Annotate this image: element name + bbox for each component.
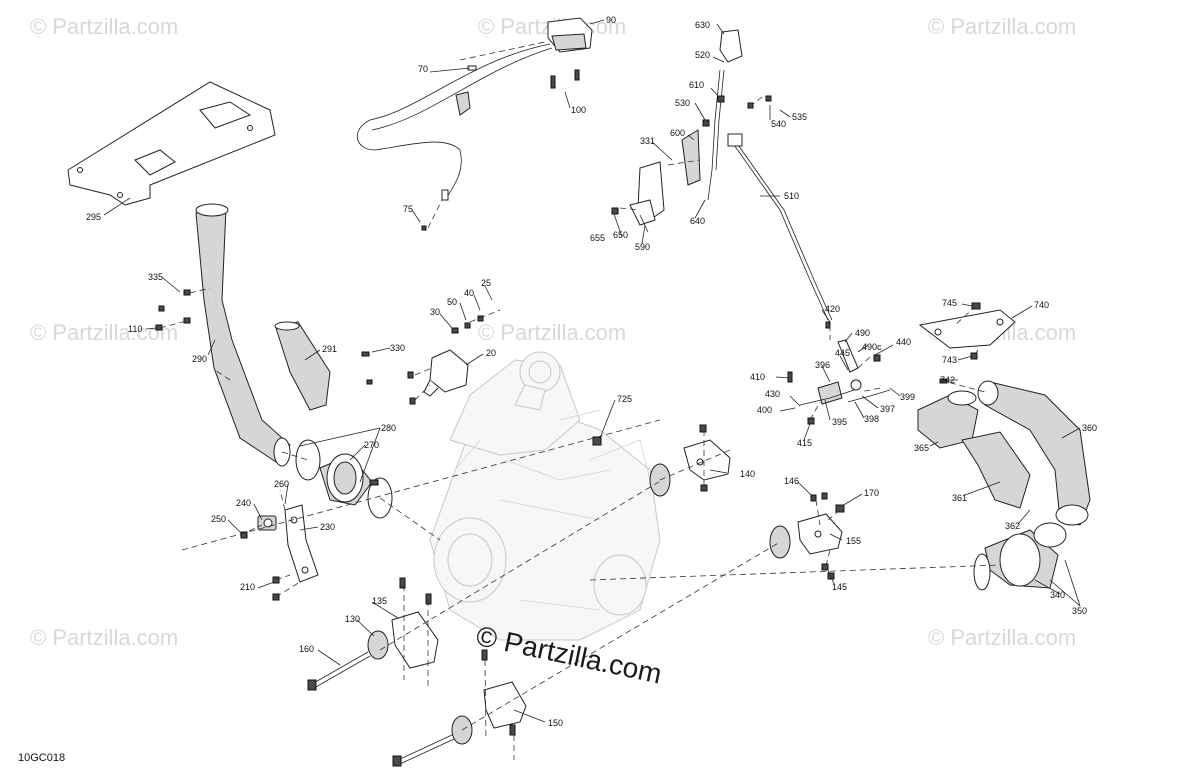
callout: 520 — [695, 50, 710, 60]
part-270-boot-and-clamps — [295, 439, 393, 519]
callout: 340 — [1050, 590, 1065, 600]
callout: 399 — [900, 392, 915, 402]
callout: 530 — [675, 98, 690, 108]
callout: 430 — [765, 389, 780, 399]
callout: 398 — [864, 414, 879, 424]
alignment-lines — [159, 41, 1001, 760]
callout: 160 — [299, 644, 314, 654]
callout: 365 — [914, 443, 929, 453]
callout: 330 — [390, 343, 405, 353]
callout: 30 — [430, 307, 440, 317]
part-140-engine-mount — [649, 439, 731, 497]
callout: 396 — [815, 360, 830, 370]
callout: 135 — [372, 596, 387, 606]
part-490-linkage — [799, 339, 891, 406]
callout: 361 — [952, 493, 967, 503]
callout: 362 — [1005, 521, 1020, 531]
part-291-sleeve — [274, 321, 331, 411]
part-360-air-duct — [977, 380, 1091, 526]
callout: 150 — [548, 718, 563, 728]
callout: 440 — [896, 337, 911, 347]
callout: 250 — [211, 514, 226, 524]
part-295-heat-shield-plate — [67, 81, 276, 206]
figure-code: 10GC018 — [18, 752, 66, 764]
leader-lines — [103, 19, 1081, 723]
callout: 490 — [855, 328, 870, 338]
callout: 155 — [846, 536, 861, 546]
callout: 295 — [86, 212, 101, 222]
part-150-bracket — [392, 681, 527, 767]
callout: 140 — [740, 469, 755, 479]
callout: 25 — [481, 278, 491, 288]
callout: 650 — [613, 230, 628, 240]
callout: 410 — [750, 372, 765, 382]
callout: 420 — [825, 304, 840, 314]
part-365-adapter — [917, 390, 979, 449]
callout: 170 — [864, 488, 879, 498]
callout: 40 — [464, 288, 474, 298]
callout: 630 — [695, 20, 710, 30]
engine-ghost-illustration — [429, 351, 661, 641]
callout: 610 — [689, 80, 704, 90]
callout: 50 — [447, 297, 457, 307]
part-340-boot-and-350-clamp — [973, 522, 1067, 591]
callout: 350 — [1072, 606, 1087, 616]
callout: 100 — [571, 105, 586, 115]
callout: 75 — [403, 204, 413, 214]
fasteners — [155, 69, 981, 736]
callout: 70 — [418, 64, 428, 74]
callout: 20 — [486, 348, 496, 358]
callout: 290 — [192, 354, 207, 364]
callout: 331 — [640, 136, 655, 146]
callout: 145 — [832, 582, 847, 592]
callout: 540 — [771, 119, 786, 129]
part-230-bracket — [284, 504, 319, 583]
callout: 490c — [862, 342, 882, 352]
callout: 743 — [942, 355, 957, 365]
part-361-sleeve — [961, 431, 1031, 509]
callout: 400 — [757, 405, 772, 415]
callout: 146 — [784, 476, 799, 486]
part-135-bracket — [307, 611, 439, 691]
callout: 210 — [240, 582, 255, 592]
callout: 510 — [784, 191, 799, 201]
callout: 742 — [940, 375, 955, 385]
callout: 725 — [617, 394, 632, 404]
callout: 260 — [274, 479, 289, 489]
callout: 397 — [880, 404, 895, 414]
callout: 445 — [835, 348, 850, 358]
callout: 360 — [1082, 423, 1097, 433]
part-155-engine-mount — [769, 513, 843, 559]
part-290-air-intake-tube — [195, 203, 291, 467]
callout: 590 — [635, 242, 650, 252]
callout: 90 — [606, 15, 616, 25]
part-20-electrical-box — [423, 349, 469, 397]
part-740-bracket — [918, 309, 1016, 349]
part-510-shift-rod — [727, 133, 833, 321]
callout: 335 — [148, 272, 163, 282]
callout: 535 — [792, 112, 807, 122]
callout: 130 — [345, 614, 360, 624]
callout: 280 — [381, 423, 396, 433]
callout: 600 — [670, 128, 685, 138]
callout: 291 — [322, 344, 337, 354]
callout: 240 — [236, 498, 251, 508]
part-90-switch-and-70-cable — [357, 17, 593, 201]
part-240-mount-rubber — [257, 515, 277, 531]
callout: 270 — [364, 440, 379, 450]
callout: 230 — [320, 522, 335, 532]
callout: 640 — [690, 216, 705, 226]
callout-labels: 90 70 100 630 520 610 530 540 535 600 33… — [86, 15, 1097, 728]
callout: 740 — [1034, 300, 1049, 310]
callout: 415 — [797, 438, 812, 448]
callout: 745 — [942, 298, 957, 308]
callout: 655 — [590, 233, 605, 243]
callout: 395 — [832, 417, 847, 427]
callout: 110 — [128, 324, 142, 334]
part-590-lever-assembly — [629, 29, 743, 226]
